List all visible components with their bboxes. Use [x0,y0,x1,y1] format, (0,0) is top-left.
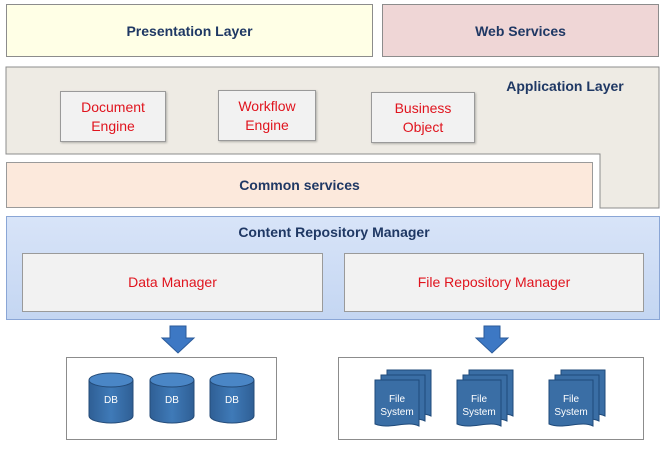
file-system-label-line2: System [380,407,414,418]
business-object-label-line2: Object [402,118,444,135]
data-manager-box: Data Manager [22,253,323,312]
file-system-label-line1: File [562,394,580,405]
content-repository-manager-title: Content Repository Manager [238,224,430,240]
file-system-label-line2: System [554,407,588,418]
workflow-engine-label-line2: Engine [245,116,289,133]
file-system-icon [548,369,606,427]
file-system-icon [456,369,514,427]
db-label: DB [165,395,179,406]
document-engine-label-line2: Engine [91,117,135,134]
db-label: DB [104,395,118,406]
database-icon: DB [88,372,134,424]
file-system-icon [374,369,432,427]
db-label: DB [225,395,239,406]
file-system-label-line1: File [470,394,488,405]
database-icon: DB [149,372,195,424]
workflow-engine-box: Workflow Engine [218,90,316,141]
application-layer-title: Application Layer [506,78,624,94]
down-arrow-icon [160,325,196,354]
file-system-label: File System [551,393,591,419]
document-engine-box: Document Engine [60,91,166,142]
presentation-layer-box: Presentation Layer [6,4,373,57]
file-repository-manager-box: File Repository Manager [344,253,644,312]
down-arrow-icon [474,325,510,354]
web-services-box: Web Services [382,4,659,57]
web-services-label: Web Services [475,22,566,39]
file-system-label-line1: File [388,394,406,405]
common-services-box: Common services [6,162,593,208]
file-system-label-line2: System [462,407,496,418]
database-panel: DB DB DB [66,357,277,440]
file-repository-manager-label: File Repository Manager [417,274,571,290]
business-object-label-line1: Business [394,99,452,116]
document-engine-label-line1: Document [81,98,145,115]
file-system-label: File System [459,393,499,419]
file-system-panel: File System File System File System [338,357,644,440]
common-services-label: Common services [239,177,360,193]
business-object-box: Business Object [371,92,475,143]
presentation-layer-label: Presentation Layer [126,22,253,39]
database-icon: DB [209,372,255,424]
workflow-engine-label-line1: Workflow [238,97,296,114]
data-manager-label: Data Manager [128,274,217,290]
file-system-label: File System [377,393,417,419]
